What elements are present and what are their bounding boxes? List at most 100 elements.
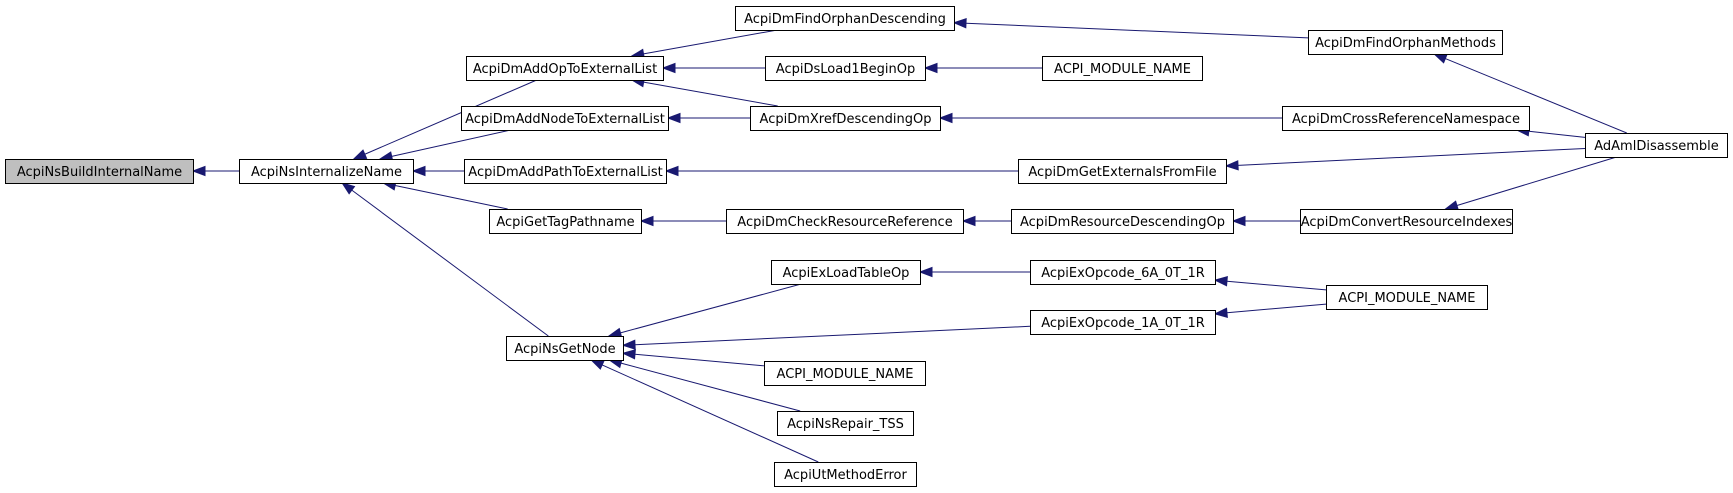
node-adamldisassemble[interactable]: AdAmlDisassemble <box>1585 133 1728 158</box>
edge-acpinsinternalizename-to-acpinsbuildinternalname <box>191 165 239 177</box>
edge-line <box>620 362 801 412</box>
node-acpidmfindorphanmethods[interactable]: AcpiDmFindOrphanMethods <box>1308 30 1503 55</box>
node-acpi-module-name[interactable]: ACPI_MODULE_NAME <box>1326 285 1488 310</box>
edge-acpi-module-name-to-acpidsload1beginop <box>923 62 1042 74</box>
edge-line <box>1528 130 1586 138</box>
node-acpidmconvertresourceindexes[interactable]: AcpiDmConvertResourceIndexes <box>1300 209 1513 234</box>
node-box <box>466 56 664 81</box>
edge-acpidsload1beginop-to-acpidmaddoptoexternallist <box>661 62 765 74</box>
edge-acpidmfindorphandescending-to-acpidmaddoptoexternallist <box>630 29 778 59</box>
edge-line <box>364 79 537 155</box>
arrow-head <box>1231 215 1246 227</box>
edge-line <box>634 353 765 367</box>
node-box <box>1018 159 1227 184</box>
node-label: AcpiDmCrossReferenceNamespace <box>1292 112 1520 127</box>
node-acpiexloadtableop[interactable]: AcpiExLoadTableOp <box>771 260 921 285</box>
node-label: AcpiDmGetExternalsFromFile <box>1028 165 1216 180</box>
node-box <box>1308 30 1503 55</box>
node-label: AcpiDmAddOpToExternalList <box>473 62 657 77</box>
arrow-head <box>923 62 938 74</box>
edge-acpidmaddpathtoexternallist-to-acpinsinternalizename <box>411 165 464 177</box>
edge-acpi-module-name-to-acpiexopcode-1a-0t-1r <box>1213 303 1327 318</box>
edge-adamldisassemble-to-acpidmgetexternalsfromfile <box>1224 147 1586 171</box>
node-acpinsinternalizename[interactable]: AcpiNsInternalizeName <box>239 159 414 184</box>
node-acpidmxrefdescendingop[interactable]: AcpiDmXrefDescendingOp <box>750 106 941 131</box>
arrow-head <box>918 266 933 278</box>
arrow-head <box>352 149 368 160</box>
node-acpidmcheckresourcereference[interactable]: AcpiDmCheckResourceReference <box>726 209 964 234</box>
node-acpinsbuildinternalname[interactable]: AcpiNsBuildInternalName <box>5 159 194 184</box>
node-box <box>765 56 926 81</box>
edge-acpiexopcode-6a-0t-1r-to-acpiexloadtableop <box>918 266 1030 278</box>
node-acpiexopcode-6a-0t-1r[interactable]: AcpiExOpcode_6A_0T_1R <box>1030 260 1216 285</box>
arrow-head <box>621 339 636 350</box>
node-label: AcpiDsLoad1BeginOp <box>776 62 915 77</box>
node-box <box>461 106 669 131</box>
node-label: AdAmlDisassemble <box>1594 139 1719 154</box>
edge-line <box>643 29 778 55</box>
node-acpidmresourcedescendingop[interactable]: AcpiDmResourceDescendingOp <box>1011 209 1234 234</box>
node-box <box>239 159 414 184</box>
edge-line <box>1456 156 1617 206</box>
edge-acpigettagpathname-to-acpinsinternalizename <box>381 180 508 210</box>
node-box <box>1011 209 1234 234</box>
edge-acpidmresourcedescendingop-to-acpidmcheckresourcereference <box>961 215 1011 227</box>
node-box <box>464 159 667 184</box>
arrow-head <box>1444 200 1459 211</box>
node-acpinsrepair-tss[interactable]: AcpiNsRepair_TSS <box>777 411 914 436</box>
node-acpidmaddpathtoexternallist[interactable]: AcpiDmAddPathToExternalList <box>464 159 667 184</box>
arrow-head <box>1213 307 1228 318</box>
node-acpigettagpathname[interactable]: AcpiGetTagPathname <box>489 209 642 234</box>
edge-acpiexloadtableop-to-acpinsgetnode <box>607 283 802 338</box>
node-acpiutmethoderror[interactable]: AcpiUtMethodError <box>774 462 917 487</box>
node-acpinsgetnode[interactable]: AcpiNsGetNode <box>506 336 624 361</box>
edge-line <box>1237 147 1586 166</box>
node-label: AcpiGetTagPathname <box>496 215 634 230</box>
node-label: AcpiDmXrefDescendingOp <box>760 112 932 127</box>
edge-acpidmcrossreferencenamespace-to-acpidmxrefdescendingop <box>938 112 1282 124</box>
node-box <box>1585 133 1728 158</box>
node-acpidsload1beginop[interactable]: AcpiDsLoad1BeginOp <box>765 56 926 81</box>
node-acpidmaddoptoexternallist[interactable]: AcpiDmAddOpToExternalList <box>466 56 664 81</box>
arrow-head <box>589 359 605 370</box>
node-acpidmgetexternalsfromfile[interactable]: AcpiDmGetExternalsFromFile <box>1018 159 1227 184</box>
arrow-head <box>607 327 623 338</box>
arrow-head <box>938 112 953 124</box>
edge-line <box>634 325 1031 346</box>
node-acpidmaddnodetoexternallist[interactable]: AcpiDmAddNodeToExternalList <box>461 106 669 131</box>
edge-acpidmgetexternalsfromfile-to-acpidmaddpathtoexternallist <box>664 165 1018 177</box>
node-box <box>771 260 921 285</box>
arrow-head <box>1432 53 1448 64</box>
node-acpi-module-name[interactable]: ACPI_MODULE_NAME <box>1042 56 1203 81</box>
node-acpiexopcode-1a-0t-1r[interactable]: AcpiExOpcode_1A_0T_1R <box>1030 310 1216 335</box>
node-label: AcpiDmAddPathToExternalList <box>468 165 662 180</box>
node-label: AcpiNsBuildInternalName <box>17 165 182 180</box>
node-box <box>5 159 194 184</box>
node-acpidmcrossreferencenamespace[interactable]: AcpiDmCrossReferenceNamespace <box>1282 106 1530 131</box>
edge-adamldisassemble-to-acpidmconvertresourceindexes <box>1444 156 1617 211</box>
arrow-head <box>1224 160 1239 171</box>
edge-line <box>1226 303 1327 314</box>
node-acpi-module-name[interactable]: ACPI_MODULE_NAME <box>764 361 926 386</box>
node-acpidmfindorphandescending[interactable]: AcpiDmFindOrphanDescending <box>735 6 955 31</box>
edge-acpidmaddnodetoexternallist-to-acpinsinternalizename <box>378 129 511 162</box>
edge-acpidmaddoptoexternallist-to-acpinsinternalizename <box>352 79 537 160</box>
edge-line <box>395 184 508 210</box>
edge-acpidmcheckresourcereference-to-acpigettagpathname <box>639 215 726 227</box>
edge-acpiexopcode-1a-0t-1r-to-acpinsgetnode <box>621 325 1031 350</box>
edge-line <box>351 189 549 337</box>
node-label: AcpiDmCheckResourceReference <box>737 215 952 230</box>
node-box <box>735 6 955 31</box>
node-label: AcpiNsGetNode <box>514 342 615 357</box>
graph-edges <box>191 18 1627 463</box>
node-label: AcpiExLoadTableOp <box>783 266 910 281</box>
node-label: AcpiDmAddNodeToExternalList <box>465 112 665 127</box>
edge-line <box>601 364 819 463</box>
arrow-head <box>341 182 356 195</box>
node-label: ACPI_MODULE_NAME <box>1339 291 1476 306</box>
edge-line <box>965 22 1309 39</box>
edge-acpi-module-name-to-acpiexopcode-6a-0t-1r <box>1213 276 1327 291</box>
node-box <box>777 411 914 436</box>
graph-nodes: AcpiNsBuildInternalName AcpiNsInternalize… <box>5 6 1728 487</box>
